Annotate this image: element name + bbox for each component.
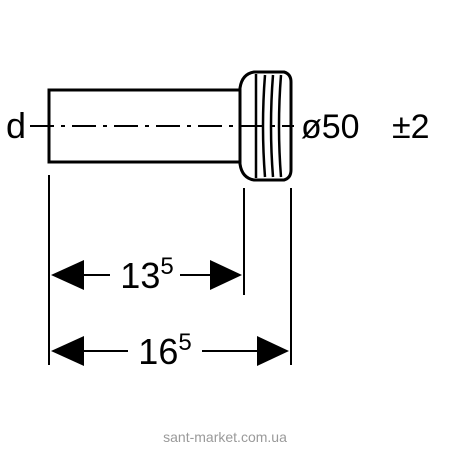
- arrowhead-left: [51, 336, 84, 366]
- diameter-value-label: ø50: [301, 108, 360, 146]
- watermark-text: sant-market.com.ua: [163, 429, 287, 445]
- dimension-inner: 135: [51, 253, 242, 296]
- arrowhead-left: [51, 260, 84, 290]
- arrowhead-right: [210, 260, 242, 290]
- tolerance-label: ±2: [392, 108, 430, 146]
- dimension-inner-label: 135: [120, 253, 173, 296]
- diameter-symbol-label: d: [6, 105, 26, 146]
- dimension-outer: 165: [51, 329, 289, 372]
- dimension-outer-superscript: 5: [178, 329, 191, 356]
- dimension-outer-base: 16: [138, 331, 178, 372]
- socket-rib: [277, 74, 283, 178]
- socket-outline: [238, 70, 293, 182]
- arrowhead-right: [257, 336, 289, 366]
- dimension-inner-superscript: 5: [160, 253, 173, 280]
- dimension-outer-label: 165: [138, 329, 191, 372]
- dimension-inner-base: 13: [120, 255, 160, 296]
